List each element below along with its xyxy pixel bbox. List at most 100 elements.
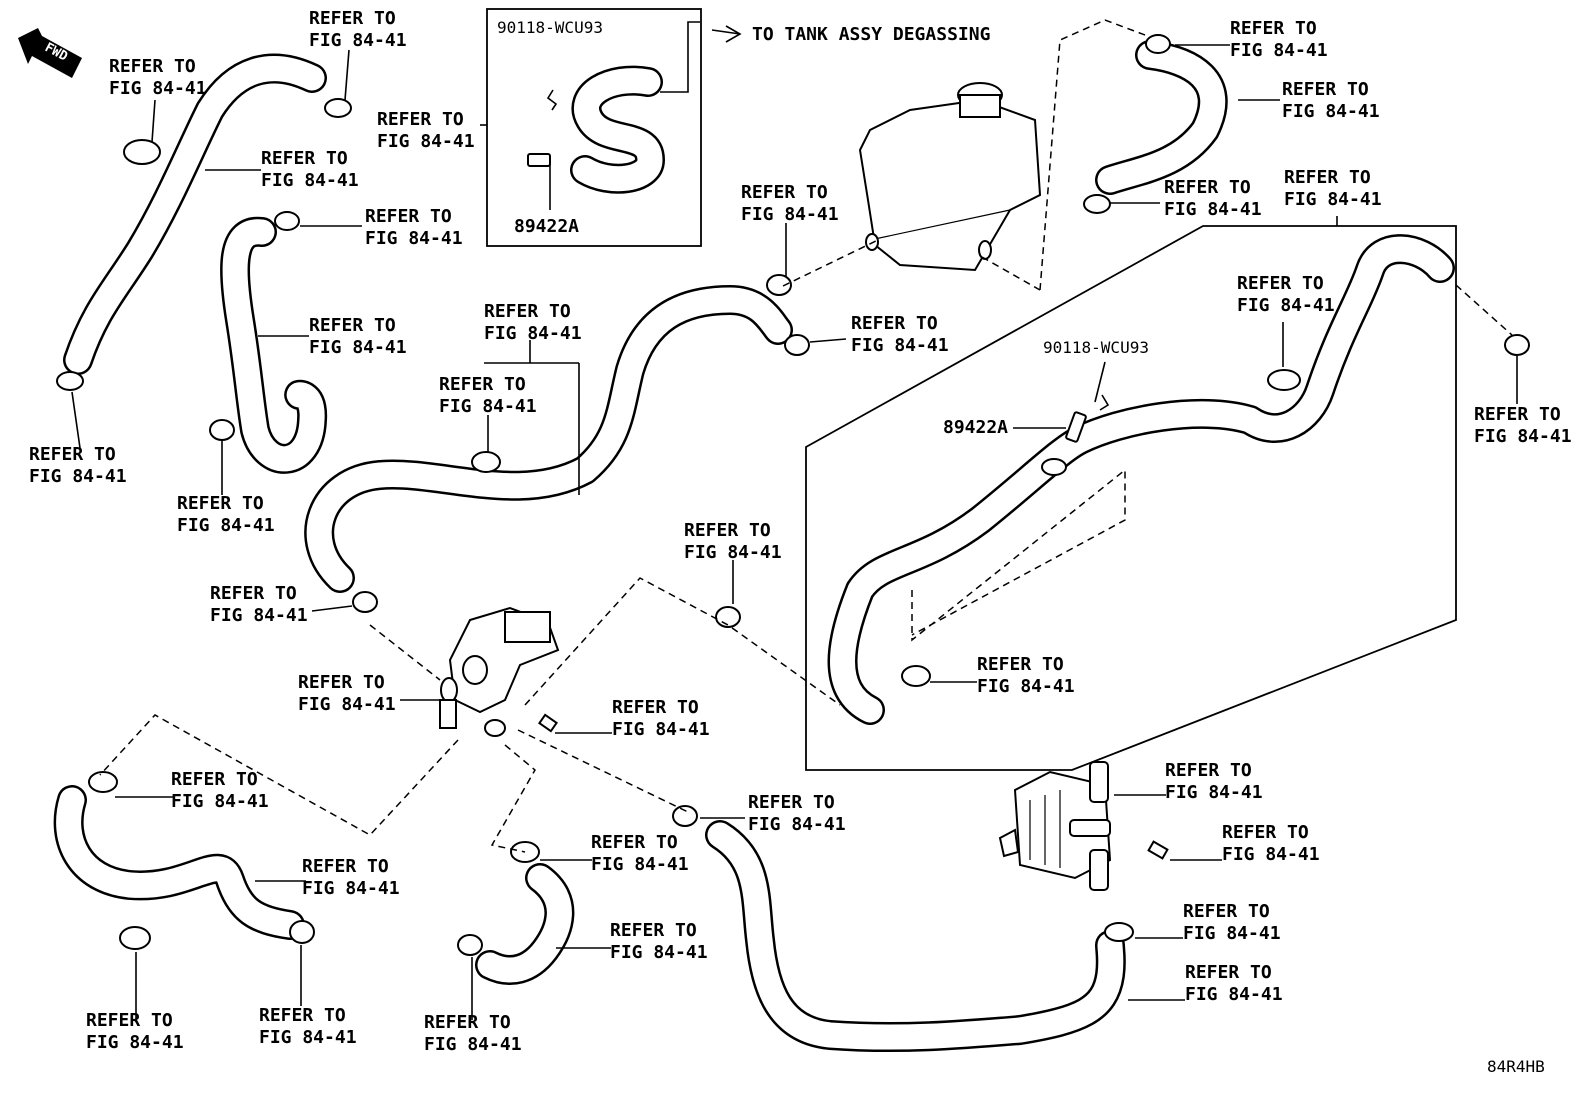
svg-text:REFER TO: REFER TO bbox=[309, 315, 396, 336]
svg-text:FIG 84-41: FIG 84-41 bbox=[1230, 40, 1328, 61]
svg-text:FIG 84-41: FIG 84-41 bbox=[977, 676, 1075, 697]
svg-text:REFER TO: REFER TO bbox=[684, 520, 771, 541]
svg-text:FIG 84-41: FIG 84-41 bbox=[1164, 199, 1262, 220]
svg-text:FIG 84-41: FIG 84-41 bbox=[302, 878, 400, 899]
svg-text:FIG 84-41: FIG 84-41 bbox=[439, 396, 537, 417]
reservoir-tank-icon bbox=[858, 82, 1042, 272]
clamp-icon bbox=[274, 211, 300, 231]
svg-text:FIG 84-41: FIG 84-41 bbox=[171, 791, 269, 812]
svg-text:REFER TO: REFER TO bbox=[261, 148, 348, 169]
svg-text:REFER TO: REFER TO bbox=[1164, 177, 1251, 198]
temperature-sensor-icon bbox=[1065, 411, 1087, 443]
svg-text:REFER TO: REFER TO bbox=[439, 374, 526, 395]
sensor-part-number: 89422A bbox=[943, 417, 1008, 438]
dash-lines bbox=[99, 19, 1513, 853]
clamp-icon bbox=[457, 934, 483, 956]
svg-text:REFER TO: REFER TO bbox=[365, 206, 452, 227]
clamp-icon bbox=[715, 606, 741, 628]
svg-text:FIG 84-41: FIG 84-41 bbox=[1222, 844, 1320, 865]
svg-text:FIG 84-41: FIG 84-41 bbox=[309, 30, 407, 51]
svg-text:FIG 84-41: FIG 84-41 bbox=[177, 515, 275, 536]
temperature-sensor-icon bbox=[527, 153, 551, 167]
svg-text:FIG 84-41: FIG 84-41 bbox=[1474, 426, 1572, 447]
svg-text:FIG 84-41: FIG 84-41 bbox=[612, 719, 710, 740]
clamp-icon bbox=[766, 274, 792, 296]
svg-text:FIG 84-41: FIG 84-41 bbox=[1284, 189, 1382, 210]
svg-text:FIG 84-41: FIG 84-41 bbox=[1183, 923, 1281, 944]
svg-text:REFER TO: REFER TO bbox=[1237, 273, 1324, 294]
svg-text:REFER TO: REFER TO bbox=[1474, 404, 1561, 425]
clamp-icon bbox=[1504, 334, 1530, 356]
svg-text:FIG 84-41: FIG 84-41 bbox=[29, 466, 127, 487]
svg-text:FIG 84-41: FIG 84-41 bbox=[309, 337, 407, 358]
svg-text:REFER TO: REFER TO bbox=[1222, 822, 1309, 843]
svg-text:REFER TO: REFER TO bbox=[1230, 18, 1317, 39]
fwd-arrow-icon: FWD bbox=[18, 28, 82, 78]
svg-text:REFER TO: REFER TO bbox=[298, 672, 385, 693]
svg-text:REFER TO: REFER TO bbox=[302, 856, 389, 877]
svg-text:REFER TO: REFER TO bbox=[748, 792, 835, 813]
svg-text:REFER TO: REFER TO bbox=[977, 654, 1064, 675]
clamp-icon bbox=[1104, 922, 1134, 942]
clamp-icon bbox=[352, 591, 378, 613]
clip-icon bbox=[1099, 394, 1110, 411]
svg-text:REFER TO: REFER TO bbox=[210, 583, 297, 604]
svg-text:FIG 84-41: FIG 84-41 bbox=[365, 228, 463, 249]
clamp-icon bbox=[56, 371, 84, 391]
svg-text:REFER TO: REFER TO bbox=[109, 56, 196, 77]
svg-text:REFER TO: REFER TO bbox=[1284, 167, 1371, 188]
svg-text:REFER TO: REFER TO bbox=[1183, 901, 1270, 922]
leader-lines bbox=[71, 44, 1518, 1020]
svg-text:FIG 84-41: FIG 84-41 bbox=[1282, 101, 1380, 122]
svg-text:FIG 84-41: FIG 84-41 bbox=[591, 854, 689, 875]
clamp-icon bbox=[123, 139, 161, 165]
svg-text:FIG 84-41: FIG 84-41 bbox=[210, 605, 308, 626]
clip-part-number: 90118-WCU93 bbox=[1043, 338, 1149, 357]
hoses bbox=[53, 40, 1455, 1053]
bolt-icon bbox=[538, 713, 558, 733]
svg-text:REFER TO: REFER TO bbox=[309, 8, 396, 29]
clamp-icon bbox=[324, 98, 352, 118]
svg-text:REFER TO: REFER TO bbox=[86, 1010, 173, 1031]
svg-text:FIG 84-41: FIG 84-41 bbox=[484, 323, 582, 344]
diagram-code: 84R4HB bbox=[1487, 1057, 1545, 1076]
clamp-icon bbox=[1145, 34, 1171, 54]
svg-text:REFER TO: REFER TO bbox=[610, 920, 697, 941]
svg-text:REFER TO: REFER TO bbox=[1282, 79, 1369, 100]
svg-text:REFER TO: REFER TO bbox=[591, 832, 678, 853]
inset-clip-part-number: 90118-WCU93 bbox=[497, 18, 603, 37]
svg-text:FIG 84-41: FIG 84-41 bbox=[1237, 295, 1335, 316]
svg-text:FIG 84-41: FIG 84-41 bbox=[851, 335, 949, 356]
svg-text:FIG 84-41: FIG 84-41 bbox=[86, 1032, 184, 1053]
svg-text:FIG 84-41: FIG 84-41 bbox=[748, 814, 846, 835]
svg-text:REFER TO: REFER TO bbox=[612, 697, 699, 718]
svg-text:REFER TO: REFER TO bbox=[171, 769, 258, 790]
svg-text:FIG 84-41: FIG 84-41 bbox=[1185, 984, 1283, 1005]
clamp-icon bbox=[119, 926, 151, 950]
bolt-icon bbox=[1147, 840, 1169, 860]
